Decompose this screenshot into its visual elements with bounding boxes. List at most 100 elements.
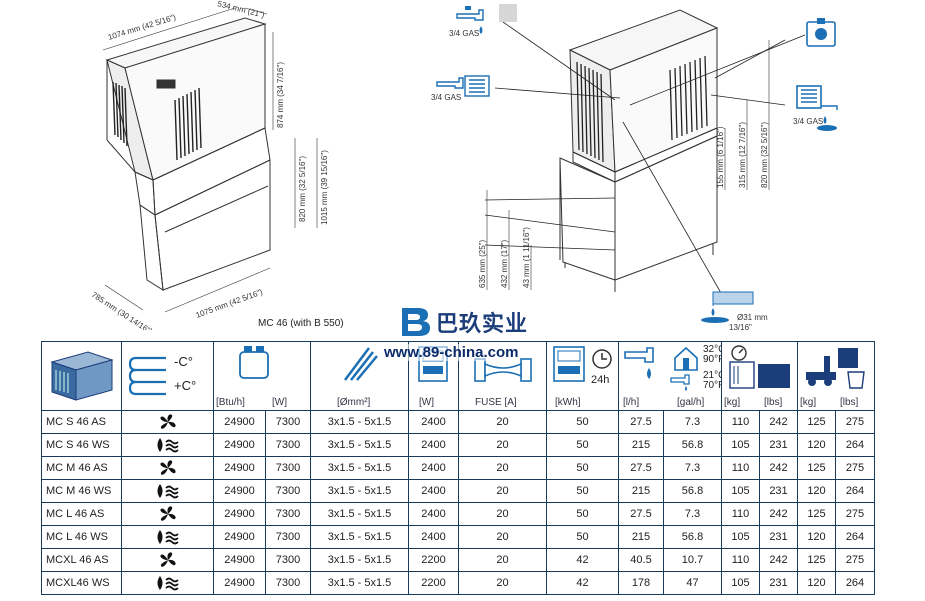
gas-label-3: 3/4 GAS bbox=[793, 117, 823, 126]
right-machine-drawing: 635 mm (25") 432 mm (17") 43 mm (1 11/16… bbox=[425, 0, 865, 335]
cell-fuse: 20 bbox=[458, 571, 547, 595]
cell-pw: 2400 bbox=[408, 410, 459, 434]
cell-btu: 24900 bbox=[213, 479, 266, 503]
cell-lbs2: 275 bbox=[835, 410, 875, 434]
cell-lbs2: 275 bbox=[835, 548, 875, 572]
cell-fuse: 20 bbox=[458, 502, 547, 526]
cell-cable: 3x1.5 - 5x1.5 bbox=[310, 410, 409, 434]
cell-lh: 27.5 bbox=[618, 502, 664, 526]
cell-kg2: 125 bbox=[797, 410, 836, 434]
drain-diameter: Ø31 mm bbox=[737, 313, 768, 322]
cell-btu: 24900 bbox=[213, 571, 266, 595]
water-cooled-cell bbox=[121, 433, 214, 457]
air-cooled-cell bbox=[121, 456, 214, 480]
cell-model: MC L 46 AS bbox=[41, 502, 122, 526]
cell-galh: 56.8 bbox=[663, 479, 722, 503]
dim-bin-height: 820 mm (32 5/16") bbox=[298, 156, 307, 222]
water-inlet-icon bbox=[456, 4, 517, 34]
small-faucet-icon bbox=[670, 374, 690, 391]
brand-url[interactable]: www.89-china.com bbox=[384, 344, 519, 361]
temp-high-c: 32°C bbox=[703, 344, 721, 355]
water-cell: 32°C 90°F 21°C 70°F [l/h] [gal/h] bbox=[618, 341, 722, 411]
temp-low-f: 70°F bbox=[703, 380, 721, 391]
cell-cable: 3x1.5 - 5x1.5 bbox=[310, 571, 409, 595]
forklift-icon bbox=[806, 348, 865, 389]
net-weight-cell: [kg] [lbs] bbox=[721, 341, 798, 411]
water-cooled-cell bbox=[121, 525, 214, 549]
fan-icon bbox=[159, 460, 176, 475]
cell-kg2: 125 bbox=[797, 548, 836, 572]
air-cooled-cell bbox=[121, 410, 214, 434]
unit-w2: [W] bbox=[419, 397, 434, 408]
gauge-icon bbox=[731, 345, 747, 361]
drain-inch: 13/16" bbox=[729, 323, 752, 332]
cell-pw: 2400 bbox=[408, 525, 459, 549]
cell-kg1: 110 bbox=[721, 548, 760, 572]
cell-pw: 2400 bbox=[408, 433, 459, 457]
dim-depth-top: 534 mm (21") bbox=[217, 0, 266, 20]
temp-high-f: 90°F bbox=[703, 354, 721, 365]
dim-width-bottom: 1075 mm (42 5/16") bbox=[195, 287, 265, 320]
cell-btu: 24900 bbox=[213, 410, 266, 434]
fan-icon bbox=[159, 552, 176, 567]
cell-w: 7300 bbox=[265, 571, 311, 595]
cell-model: MC M 46 AS bbox=[41, 456, 122, 480]
cell-lh: 27.5 bbox=[618, 456, 664, 480]
cell-model: MC S 46 WS bbox=[41, 433, 122, 457]
dim-total-height: 1015 mm (39 15/16") bbox=[320, 150, 329, 225]
power-socket-icon bbox=[806, 18, 836, 47]
water-cooled-cell bbox=[121, 571, 214, 595]
cell-galh: 10.7 bbox=[663, 548, 722, 572]
cell-pw: 2400 bbox=[408, 479, 459, 503]
cell-lh: 215 bbox=[618, 479, 664, 503]
cell-kg2: 120 bbox=[797, 479, 836, 503]
cell-lbs1: 231 bbox=[759, 525, 798, 549]
water-cooled-icon bbox=[157, 438, 179, 453]
spec-table: -C° +C° [Btu/h] [W] [Ømm²] [W] bbox=[41, 341, 875, 595]
cell-model: MCXL46 WS bbox=[41, 571, 122, 595]
cell-lbs1: 231 bbox=[759, 433, 798, 457]
cell-kwh: 50 bbox=[546, 433, 619, 457]
cooling-icon-cell: -C° +C° bbox=[121, 341, 214, 411]
cell-w: 7300 bbox=[265, 502, 311, 526]
cable-icon bbox=[344, 347, 378, 381]
left-machine-drawing: 1074 mm (42 5/16") 534 mm (21") 874 mm (… bbox=[85, 0, 345, 330]
cell-lbs2: 264 bbox=[835, 479, 875, 503]
cell-cable: 3x1.5 - 5x1.5 bbox=[310, 433, 409, 457]
unit-kg2: [kg] bbox=[800, 397, 817, 408]
dim-unit-height: 874 mm (34 7/16") bbox=[276, 62, 285, 128]
cell-pw: 2400 bbox=[408, 502, 459, 526]
cell-kwh: 42 bbox=[546, 571, 619, 595]
cell-kwh: 50 bbox=[546, 525, 619, 549]
cell-lh: 27.5 bbox=[618, 410, 664, 434]
cell-cable: 3x1.5 - 5x1.5 bbox=[310, 479, 409, 503]
drawing-caption: MC 46 (with B 550) bbox=[258, 318, 344, 329]
label-24h: 24h bbox=[591, 374, 610, 386]
gas-label-2: 3/4 GAS bbox=[431, 93, 461, 102]
cell-kg1: 105 bbox=[721, 525, 760, 549]
unit-lbs1: [lbs] bbox=[764, 397, 783, 408]
cell-fuse: 20 bbox=[458, 479, 547, 503]
unit-w1: [W] bbox=[272, 397, 287, 408]
dim-635: 635 mm (25") bbox=[478, 239, 487, 288]
cell-w: 7300 bbox=[265, 433, 311, 457]
unit-galh: [gal/h] bbox=[677, 397, 705, 408]
cell-w: 7300 bbox=[265, 410, 311, 434]
machine-crate-icon bbox=[729, 361, 790, 389]
gross-weight-cell: [kg] [lbs] bbox=[797, 341, 875, 411]
house-temp-icon bbox=[674, 346, 698, 371]
cell-kwh: 42 bbox=[546, 548, 619, 572]
dim-820: 820 mm (32 5/16") bbox=[760, 122, 769, 188]
cell-lbs1: 242 bbox=[759, 548, 798, 572]
cell-model: MCXL 46 AS bbox=[41, 548, 122, 572]
unit-kwh: [kWh] bbox=[555, 397, 581, 408]
cell-kg2: 120 bbox=[797, 525, 836, 549]
cell-model: MC L 46 WS bbox=[41, 525, 122, 549]
cell-kg1: 105 bbox=[721, 479, 760, 503]
fan-icon bbox=[159, 506, 176, 521]
cell-w: 7300 bbox=[265, 525, 311, 549]
cell-lbs1: 242 bbox=[759, 456, 798, 480]
cell-lh: 40.5 bbox=[618, 548, 664, 572]
